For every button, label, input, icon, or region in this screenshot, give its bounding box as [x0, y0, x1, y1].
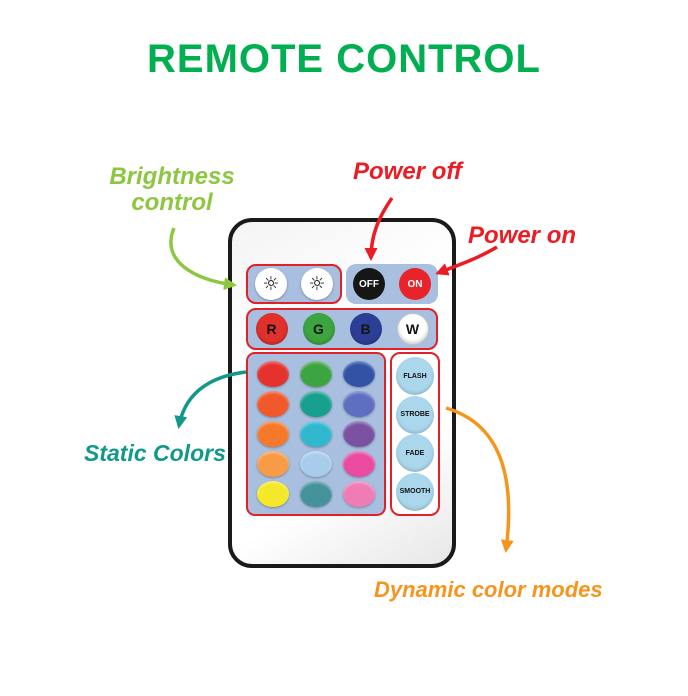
sun-icon: ☼: [308, 272, 326, 295]
channel-button-g[interactable]: G: [302, 313, 335, 345]
brightness-up-button[interactable]: ☼: [255, 268, 287, 300]
mode-button-smooth[interactable]: SMOOTH: [396, 472, 434, 511]
color-button-r1c2[interactable]: [300, 361, 332, 387]
color-button-r3c1[interactable]: [257, 421, 289, 447]
color-button-r3c3[interactable]: [343, 421, 375, 447]
color-button-r4c2[interactable]: [300, 451, 332, 477]
power-on-button[interactable]: ON: [399, 268, 431, 300]
brightness-down-button[interactable]: ☼: [301, 268, 333, 300]
page-title: REMOTE CONTROL: [147, 36, 541, 81]
channel-button-b[interactable]: B: [349, 313, 382, 345]
static-colors-label: Static Colors: [84, 440, 226, 466]
color-button-r1c3[interactable]: [343, 361, 375, 387]
channel-button-r[interactable]: R: [255, 313, 288, 345]
color-button-r1c1[interactable]: [257, 361, 289, 387]
brightness-control-label: Brightness control: [109, 163, 235, 216]
channel-button-w[interactable]: W: [396, 313, 429, 345]
color-button-r5c1[interactable]: [257, 481, 289, 507]
color-button-r5c3[interactable]: [343, 481, 375, 507]
power-off-button[interactable]: OFF: [353, 268, 385, 300]
mode-button-strobe[interactable]: STROBE: [396, 395, 434, 434]
color-button-r3c2[interactable]: [300, 421, 332, 447]
color-button-r2c1[interactable]: [257, 391, 289, 417]
power-off-label: Power off: [353, 158, 462, 185]
sun-icon: ☼: [262, 272, 280, 295]
color-button-r4c1[interactable]: [257, 451, 289, 477]
static-color-grid: [246, 352, 386, 516]
power-on-label: Power on: [468, 222, 577, 249]
power-button-group: OFF ON: [346, 264, 438, 304]
color-button-r5c2[interactable]: [300, 481, 332, 507]
color-button-r2c3[interactable]: [343, 391, 375, 417]
color-button-r2c2[interactable]: [300, 391, 332, 417]
brightness-arrow: [169, 227, 237, 291]
color-button-r4c3[interactable]: [343, 451, 375, 477]
mode-button-fade[interactable]: FADE: [396, 434, 434, 473]
dynamic-color-modes-label: Dynamic color modes: [374, 577, 603, 602]
mode-button-flash[interactable]: FLASH: [396, 357, 434, 395]
brightness-button-group: ☼ ☼: [246, 264, 342, 304]
